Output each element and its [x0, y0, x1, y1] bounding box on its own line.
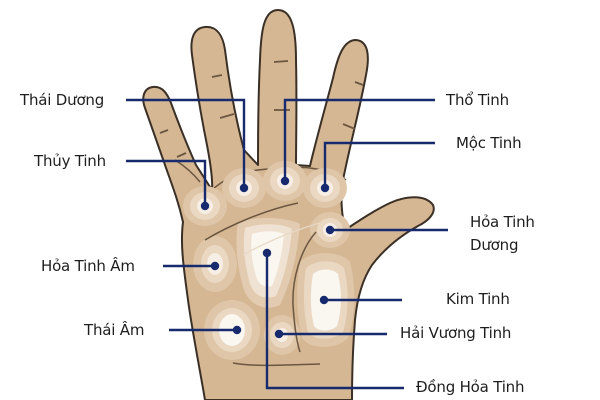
crease — [273, 60, 289, 63]
dot-kim-tinh — [319, 295, 329, 305]
leader-lines — [126, 98, 448, 390]
dot-thuy-tinh — [200, 201, 210, 211]
leader-moc-tinh — [323, 141, 435, 188]
label-hoa-tinh-duong-line1: Hỏa Tinh — [470, 213, 535, 231]
life-line — [292, 231, 317, 353]
label-dong-hoa-tinh: Đồng Hỏa Tinh — [416, 378, 525, 396]
dot-thai-duong — [239, 183, 249, 193]
heart-line — [204, 202, 299, 241]
crease — [219, 113, 235, 119]
endpoint-dots — [200, 176, 335, 339]
crease — [211, 74, 223, 78]
label-hai-vuong-tinh: Hải Vương Tinh — [400, 324, 512, 342]
crease — [354, 81, 364, 86]
dot-tho-tinh — [280, 176, 290, 186]
crease — [342, 123, 356, 130]
leader-thai-duong — [126, 98, 246, 188]
head-line — [242, 219, 331, 256]
label-kim-tinh: Kim Tinh — [446, 290, 510, 308]
dot-hai-vuong-tinh — [274, 329, 284, 339]
dot-thai-am — [232, 325, 242, 335]
dot-dong-hoa-tinh — [262, 248, 272, 258]
label-thai-am: Thái Âm — [84, 321, 145, 339]
label-moc-tinh: Mộc Tinh — [456, 134, 522, 152]
label-hoa-tinh-am: Hỏa Tinh Âm — [41, 257, 135, 275]
dot-hoa-tinh-am — [210, 261, 220, 271]
crease — [176, 152, 187, 158]
leader-tho-tinh — [283, 98, 435, 181]
label-tho-tinh: Thổ Tinh — [446, 91, 509, 109]
leader-dong-hoa-tinh — [265, 253, 404, 390]
crease — [159, 129, 169, 134]
leader-thuy-tinh — [126, 159, 207, 206]
label-thai-duong: Thái Dương — [20, 91, 105, 109]
dot-moc-tinh — [320, 183, 330, 193]
palm-lines — [204, 202, 331, 367]
dot-hoa-tinh-duong — [325, 225, 335, 235]
label-thuy-tinh: Thủy Tinh — [34, 152, 106, 170]
label-hoa-tinh-duong-line2: Dương — [470, 236, 519, 254]
wrist-line — [232, 362, 321, 367]
